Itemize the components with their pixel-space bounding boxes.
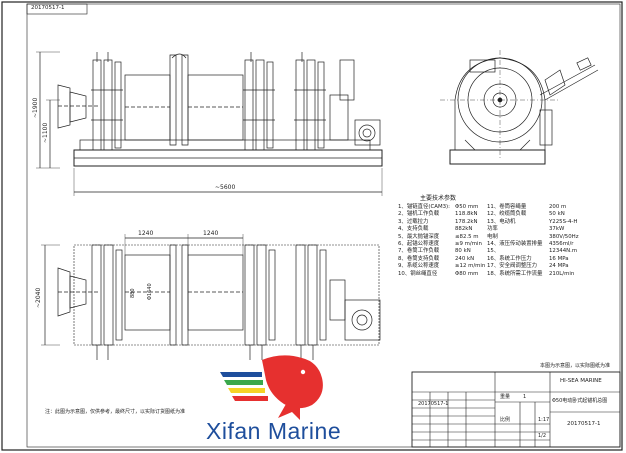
spec-value: 80 kN (455, 248, 471, 255)
tb-company: HI-SEA MARINE (560, 378, 602, 384)
dim-height-mid: ~1100 (42, 122, 49, 143)
spec-label: 4、支持负载 (398, 226, 429, 233)
tb-title: Φ50电动卧式起锚机总图 (552, 398, 608, 404)
spec-label: 18、系统所需工作流量 (487, 270, 543, 277)
spec-value: 4356ml/r (549, 241, 574, 247)
spec-title: 主要技术参数 (420, 195, 457, 202)
spec-label: 8、卷筒支持负载 (398, 255, 440, 262)
spec-value: 16 MPa (549, 255, 569, 262)
spec-label: 2、锚机工作负载 (398, 211, 440, 218)
spec-label: 5、最大抛锚深度 (398, 233, 440, 240)
tb-sheet-value: 1/2 (538, 433, 547, 439)
dim-drum-dia: Φ1640 (147, 283, 153, 300)
spec-label: 3、过载拉力 (398, 218, 429, 225)
spec-value: 200 m (549, 204, 567, 210)
xifan-logo-mark (220, 355, 323, 420)
spec-value: 178.2kN (455, 218, 478, 225)
dim-drum-dia2: 880 (130, 288, 136, 298)
spec-label: 11、卷筒容绳量 (487, 204, 527, 210)
spec-label: 16、系统工作压力 (487, 255, 532, 262)
spec-value: 882kN (455, 226, 473, 233)
spec-value: 50 kN (549, 211, 565, 218)
spec-label: 12、绞缆筒负载 (487, 211, 527, 218)
spec-value: Y225S-4-H (549, 218, 578, 225)
sheet-number-top: 20170517-1 (31, 5, 65, 11)
spec-label: 9、系缆公称速度 (398, 263, 440, 270)
tb-drawing-number-ref: 20170517-1 (418, 401, 449, 407)
spec-label: 15、 (487, 248, 500, 255)
spec-label: 10、钢丝绳直径 (398, 270, 438, 277)
front-view (36, 51, 383, 196)
spec-label: 14、液压传动装置排量 (487, 241, 543, 247)
spec-value: ≥9 m/min (455, 241, 482, 247)
dim-drum-len-b: 1240 (203, 230, 219, 237)
spec-value: Φ50 mm (455, 204, 479, 210)
spec-value: Φ80 mm (455, 270, 479, 277)
spec-value: 12344N.m (549, 248, 578, 255)
tb-weight-value: 1 (523, 394, 527, 400)
side-view (440, 50, 599, 165)
spec-value: 37kW (549, 226, 565, 233)
spec-value: ≤82.5 m (455, 233, 479, 240)
dim-width-total: ~2040 (35, 287, 42, 308)
spec-label: 功率 (487, 226, 498, 233)
spec-label: 1、锚链直径(CAM3): (398, 204, 450, 210)
drawing-note: 注：此图为示意图，仅供参考，最终尺寸，以实际订货图纸为准 (45, 409, 186, 415)
drawing-frame (26, 3, 621, 448)
spec-value: 210L/min (549, 270, 575, 277)
spec-value: ≥12 m/min (455, 263, 486, 270)
tb-scale-value: 1:17 (538, 417, 550, 423)
spec-label: 7、卷筒工作负载 (398, 248, 440, 255)
tb-drawing-number: 20170517-1 (567, 421, 601, 427)
spec-value: 240 kN (455, 255, 475, 262)
spec-label: 13、电动机 (487, 218, 516, 225)
brand-name: Xifan Marine (206, 418, 342, 444)
tb-weight-label: 重量 (500, 394, 511, 400)
plan-view (41, 234, 381, 360)
spec-value: 118.8kN (455, 211, 478, 218)
tb-scale-label: 比例 (500, 417, 511, 423)
spec-label: 电制 (487, 233, 498, 240)
dim-height-total: ~1900 (32, 97, 39, 118)
spec-value: 24 MPa (549, 263, 569, 270)
dim-drum-len-a: 1240 (138, 230, 154, 237)
stamp-text: 本图为示意图，以实际图纸为准 (540, 363, 611, 369)
spec-label: 6、起锚公称速度 (398, 241, 440, 247)
dim-length-total: ~5600 (215, 184, 236, 191)
spec-value: 380V/50Hz (549, 233, 579, 240)
sheet-number-box (26, 3, 88, 15)
title-block-grid (411, 371, 621, 448)
spec-label: 17、安全阀调整压力 (487, 263, 537, 270)
